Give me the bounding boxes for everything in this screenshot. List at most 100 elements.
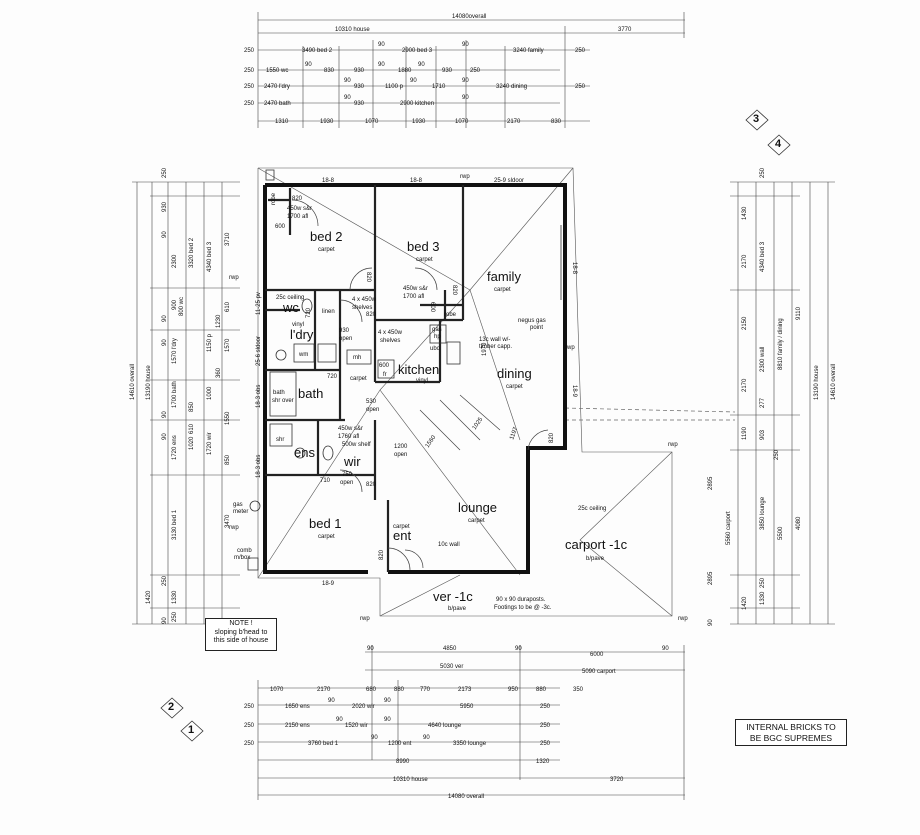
dim-label: 3240 family xyxy=(513,48,544,54)
dim-label: 680 xyxy=(366,687,377,693)
note-text: open xyxy=(339,336,352,342)
dim-label: 1570 l'dry xyxy=(172,338,178,364)
dim-label: 1190 xyxy=(742,426,748,440)
dim-label: 610 xyxy=(225,301,231,312)
note-text: 25c ceiling xyxy=(276,295,304,301)
dim-label: 4640 lounge xyxy=(428,723,462,729)
dim-label: 2470 l'dry xyxy=(264,84,290,90)
dim-house-bottom: 10310 house xyxy=(393,777,428,783)
ens-basin xyxy=(294,447,306,459)
note-text: 500w shelf xyxy=(342,442,371,448)
room-dining-label: dining xyxy=(497,366,532,381)
dim-label: 90 xyxy=(162,411,168,418)
note-text: 90 x 90 duraposts. xyxy=(496,597,546,603)
dim-label: 1310 xyxy=(275,119,289,125)
dim-label: 950 xyxy=(508,687,519,693)
dim-label: 90 xyxy=(410,78,417,84)
dim-overall-bottom: 14080 overall xyxy=(448,794,484,800)
dim-label: 90 xyxy=(462,78,469,84)
dim-label: 90 xyxy=(162,617,168,624)
dim-label: 1430 xyxy=(742,206,748,220)
dim-right-house: 13190 house xyxy=(814,365,820,400)
room-wc-label: wc xyxy=(282,300,299,315)
dim-label: 5950 xyxy=(460,704,474,710)
dim-label: 830 xyxy=(324,68,335,74)
note-text: fr xyxy=(383,372,387,378)
dim-label: 1230 xyxy=(216,314,222,328)
sloping-bulkhead-note: NOTE ! sloping b'head to this side of ho… xyxy=(205,618,277,651)
note-rwp: rwp xyxy=(678,616,688,622)
dim-label: 1700 bath xyxy=(172,381,178,408)
note-text: 600 xyxy=(429,302,435,313)
dim-label: 250 xyxy=(244,741,255,747)
dim-label: 930 xyxy=(354,101,365,107)
note-text: 820 xyxy=(366,482,377,488)
dim-label: 90 xyxy=(378,62,385,68)
note-text: 18-8 xyxy=(410,178,423,184)
note-text: 820 xyxy=(365,272,371,283)
note-text: 25-6 sldoor xyxy=(256,336,262,366)
dim-label: 90 xyxy=(344,95,351,101)
comb-box-symbol xyxy=(247,557,259,571)
dim-label: 900 xyxy=(172,299,178,310)
note-text: 4 x 450w xyxy=(378,330,403,336)
room-labels: bed 2 carpet bed 3 carpet family carpet … xyxy=(282,229,628,612)
note-text: robe xyxy=(444,312,457,318)
dim-label: 9110 xyxy=(796,306,802,320)
dim-label: 2900 kitchen xyxy=(400,101,434,107)
note-text: negus gas xyxy=(518,318,546,324)
bricks-note-line: BE BGC SUPREMES xyxy=(749,733,833,743)
microwave-hood xyxy=(346,349,372,365)
trough xyxy=(317,343,337,363)
dim-label: 1550 xyxy=(225,411,231,425)
note-text: shelves xyxy=(352,305,372,311)
fixtures xyxy=(247,169,461,571)
dim-label: 1100 p xyxy=(385,84,404,90)
note-text: bath xyxy=(273,390,285,396)
shower xyxy=(269,423,293,447)
dim-label: 1070 xyxy=(365,119,379,125)
note-text: 18-8 xyxy=(322,178,335,184)
gas-meter-symbol xyxy=(249,500,261,512)
dim-label: 90 xyxy=(162,433,168,440)
dim-label: 2173 xyxy=(458,687,472,693)
dim-label: 2300 wall xyxy=(760,347,766,372)
note-text: robe xyxy=(271,192,277,205)
roof-lines xyxy=(257,167,736,617)
note-line: sloping b'head to xyxy=(214,628,268,636)
note-text: 710 xyxy=(320,478,331,484)
room-ver-floor: b/pave xyxy=(448,606,467,612)
dim-label: 1720 wir xyxy=(207,432,213,455)
note-text: 450w s&r xyxy=(338,426,363,432)
dim-label: 3760 bed 1 xyxy=(308,741,339,747)
dim-label: 5030 ver xyxy=(440,664,463,670)
dim-label: 250 xyxy=(162,167,168,178)
section-label-4: 4 xyxy=(775,138,782,150)
note-text: shr xyxy=(276,437,284,443)
internal-walls xyxy=(265,185,465,572)
dim-label: 1200 ent xyxy=(388,741,412,747)
note-text: 1200 xyxy=(394,444,408,450)
dim-label: 3720 xyxy=(610,777,624,783)
dim-label: 1710 xyxy=(432,84,446,90)
dim-label: 3850 lounge xyxy=(760,496,766,530)
note-text: 530 xyxy=(366,399,377,405)
room-ent-floor: carpet xyxy=(393,524,410,530)
dim-label: 250 xyxy=(540,723,551,729)
right-dimensions: 14610 overall 13190 house 9110 8810 fami… xyxy=(708,167,837,626)
dim-label: 4850 xyxy=(443,646,457,652)
dim-label: 2170 xyxy=(317,687,331,693)
dim-label: 2895 xyxy=(708,476,714,490)
dim-label: 2170 xyxy=(742,378,748,392)
dim-label: 350 xyxy=(573,687,584,693)
room-bed1-floor: carpet xyxy=(318,534,335,540)
note-text: 1025 xyxy=(472,416,485,431)
note-rwp: rwp xyxy=(460,174,470,180)
dim-label: 250 xyxy=(470,68,481,74)
dim-label: 3710 xyxy=(225,232,231,246)
note-text: hp xyxy=(434,334,441,340)
room-kitchen-label: kitchen xyxy=(398,362,439,377)
room-bed2-label: bed 2 xyxy=(310,229,343,244)
note-text: 1560 xyxy=(425,434,438,449)
